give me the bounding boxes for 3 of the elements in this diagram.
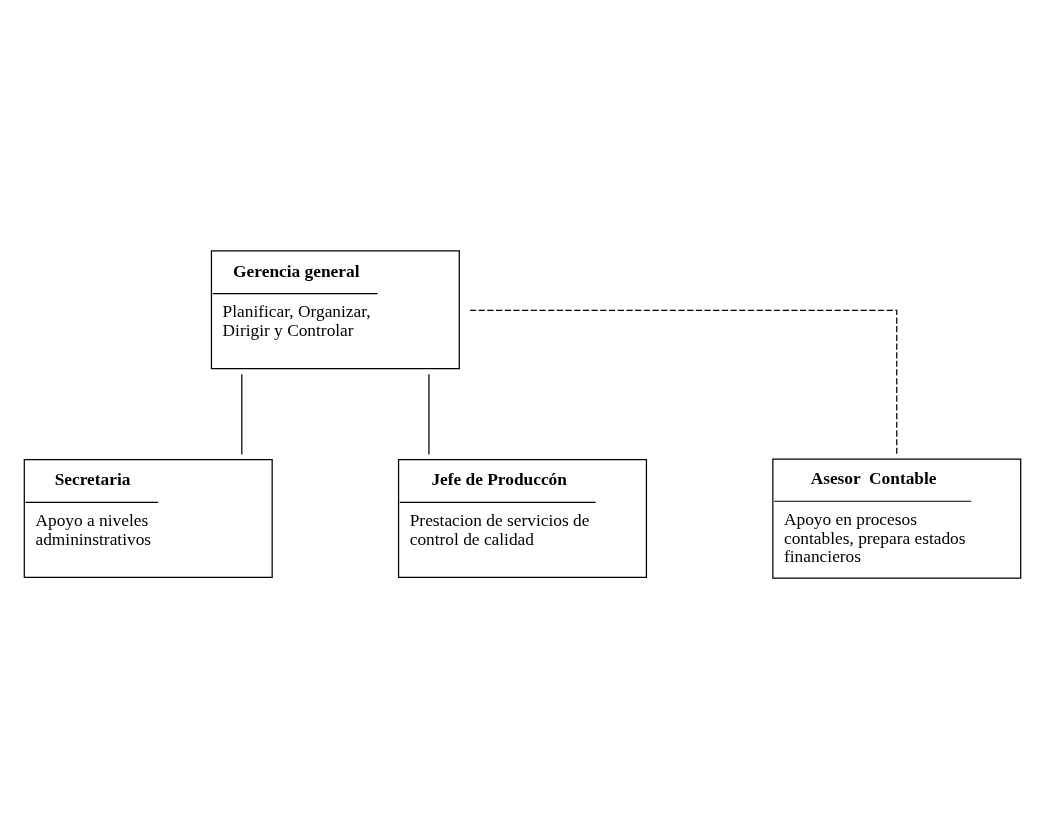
connector <box>468 309 898 455</box>
connector <box>428 373 430 456</box>
connector <box>241 373 243 456</box>
